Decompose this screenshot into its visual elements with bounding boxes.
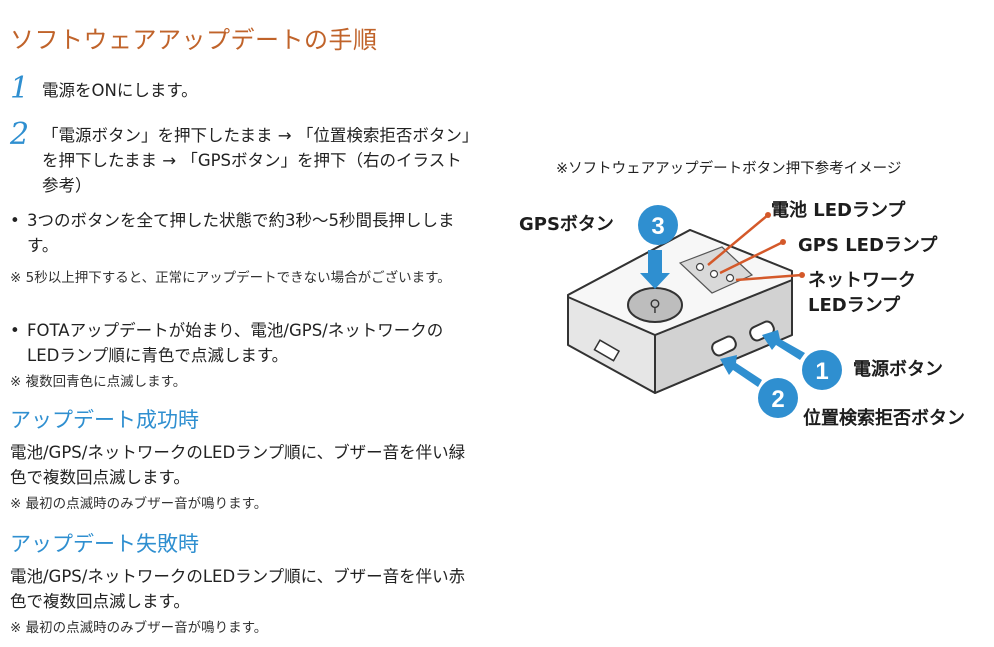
page-title: ソフトウェアアップデートの手順 [10,26,378,54]
label-power-button: 電源ボタン [853,359,943,380]
badge-3 [638,205,678,245]
step-1-number: 1 [10,71,30,106]
success-text: 電池/GPS/ネットワークのLEDランプ順に、ブザー音を伴い緑色で複数回点滅しま… [10,443,466,487]
failure-heading: アップデート失敗時 [10,532,199,556]
step-1-text: 電源をONにします。 [42,81,198,100]
badge-1-number: 1 [815,358,828,385]
note-item: ※ 5秒以上押下すると、正常にアップデートできない場合がございます。 [10,270,451,286]
location-button [711,335,737,357]
illustration-caption: ※ソフトウェアアップデートボタン押下参考イメージ [556,161,902,177]
label-network-led-2: LEDランプ [808,295,901,316]
badge-1 [802,350,842,390]
badge-3-number: 3 [651,213,664,240]
label-location-button: 位置検索拒否ボタン [803,408,965,429]
failure-text: 電池/GPS/ネットワークのLEDランプ順に、ブザー音を伴い赤色で複数回点滅しま… [10,567,466,611]
failure-note: ※ 最初の点滅時のみブザー音が鳴ります。 [10,620,268,636]
success-heading: アップデート成功時 [10,408,199,432]
step-2-number: 2 [10,117,30,152]
device-illustration: ⚲ 3 1 2 [567,205,842,418]
leader-battery [707,214,769,266]
arrow-2 [720,355,762,387]
label-battery-led: 電池 LEDランプ [771,200,906,221]
label-gps-led: GPS LEDランプ [798,235,938,256]
gps-led-dot [709,269,719,279]
label-gps-button: GPSボタン [519,214,614,235]
network-led-dot [725,273,735,283]
bullet-item: 3つのボタンを全て押した状態で約3秒〜5秒間長押しします。 [10,208,472,258]
leader-end [799,272,805,278]
satellite-icon: ⚲ [649,296,661,315]
leader-end [780,239,786,245]
success-note: ※ 最初の点滅時のみブザー音が鳴ります。 [10,496,268,512]
arrow-1 [762,330,805,360]
device-top [567,229,793,336]
badge-2-number: 2 [771,386,784,413]
side-port [593,339,621,362]
led-window [678,246,754,294]
leader-end [765,212,771,218]
battery-led-dot [695,262,705,272]
step-2-text: 「電源ボタン」を押下したまま → 「位置検索拒否ボタン」を押下したまま → 「G… [42,126,471,195]
arrow-3 [640,250,670,289]
leader-network [735,273,803,282]
label-network-led-1: ネットワーク [808,270,916,291]
bullet-item: FOTAアップデートが始まり、電池/GPS/ネットワークのLEDランプ順に青色で… [10,318,472,368]
leader-gps [719,240,784,275]
note-item: ※ 複数回青色に点滅します。 [10,374,187,390]
badge-2 [758,378,798,418]
